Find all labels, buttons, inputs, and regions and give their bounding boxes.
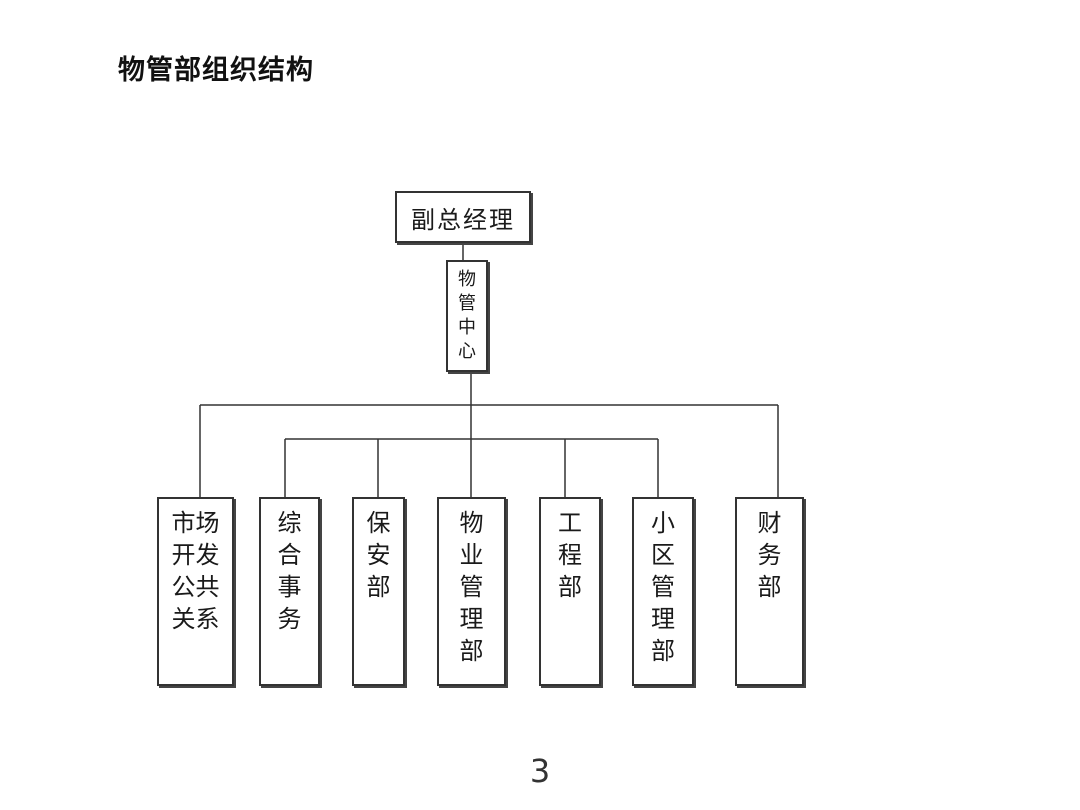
node-label: 保安部 [366, 509, 391, 601]
node-dept-community-management: 小区管理部 [632, 497, 694, 686]
node-dept-general-affairs: 综合事务 [259, 497, 320, 686]
page-number: 3 [529, 752, 551, 790]
node-label: 综合事务 [277, 509, 302, 633]
node-label: 物业管理部 [459, 509, 484, 665]
node-dept-marketing-pr: 市场开发公共关系 [157, 497, 234, 686]
node-dept-finance: 财务部 [735, 497, 804, 686]
node-dept-security: 保安部 [352, 497, 405, 686]
node-label: 物管中心 [457, 269, 476, 362]
node-deputy-general-manager: 副总经理 [395, 191, 531, 243]
node-label: 市场开发公共关系 [171, 509, 220, 633]
node-label: 小区管理部 [651, 509, 675, 665]
node-label: 副总经理 [411, 205, 515, 234]
node-label: 工程部 [558, 509, 582, 601]
page-title: 物管部组织结构 [118, 55, 314, 86]
node-property-center: 物管中心 [446, 260, 488, 372]
node-label: 财务部 [757, 509, 782, 601]
node-dept-property-management: 物业管理部 [437, 497, 506, 686]
node-dept-engineering: 工程部 [539, 497, 601, 686]
